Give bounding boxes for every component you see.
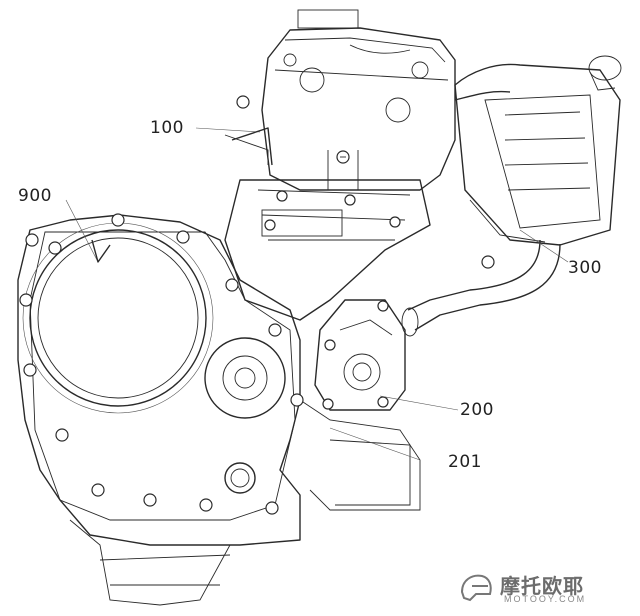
- pump-housing: [314, 299, 406, 411]
- site-watermark: 摩托欧耶 MOTOOY.COM: [456, 566, 626, 608]
- helmet-logo-icon: [460, 574, 492, 602]
- callout-900: 900: [18, 186, 52, 206]
- callout-100: 100: [150, 118, 184, 138]
- watermark-title: 摩托欧耶: [500, 576, 584, 598]
- leader-lines: [65, 127, 569, 461]
- watermark-url: MOTOOY.COM: [504, 594, 587, 604]
- callout-300: 300: [568, 258, 602, 278]
- coolant-hose: [401, 239, 561, 337]
- cylinder-head: [261, 9, 456, 191]
- cylinder-block: [224, 95, 431, 321]
- intake-assembly: [454, 55, 622, 269]
- callout-200: 200: [460, 400, 494, 420]
- cover-bolts: [19, 213, 304, 515]
- callout-201: 201: [448, 452, 482, 472]
- stator-cover: [204, 337, 286, 494]
